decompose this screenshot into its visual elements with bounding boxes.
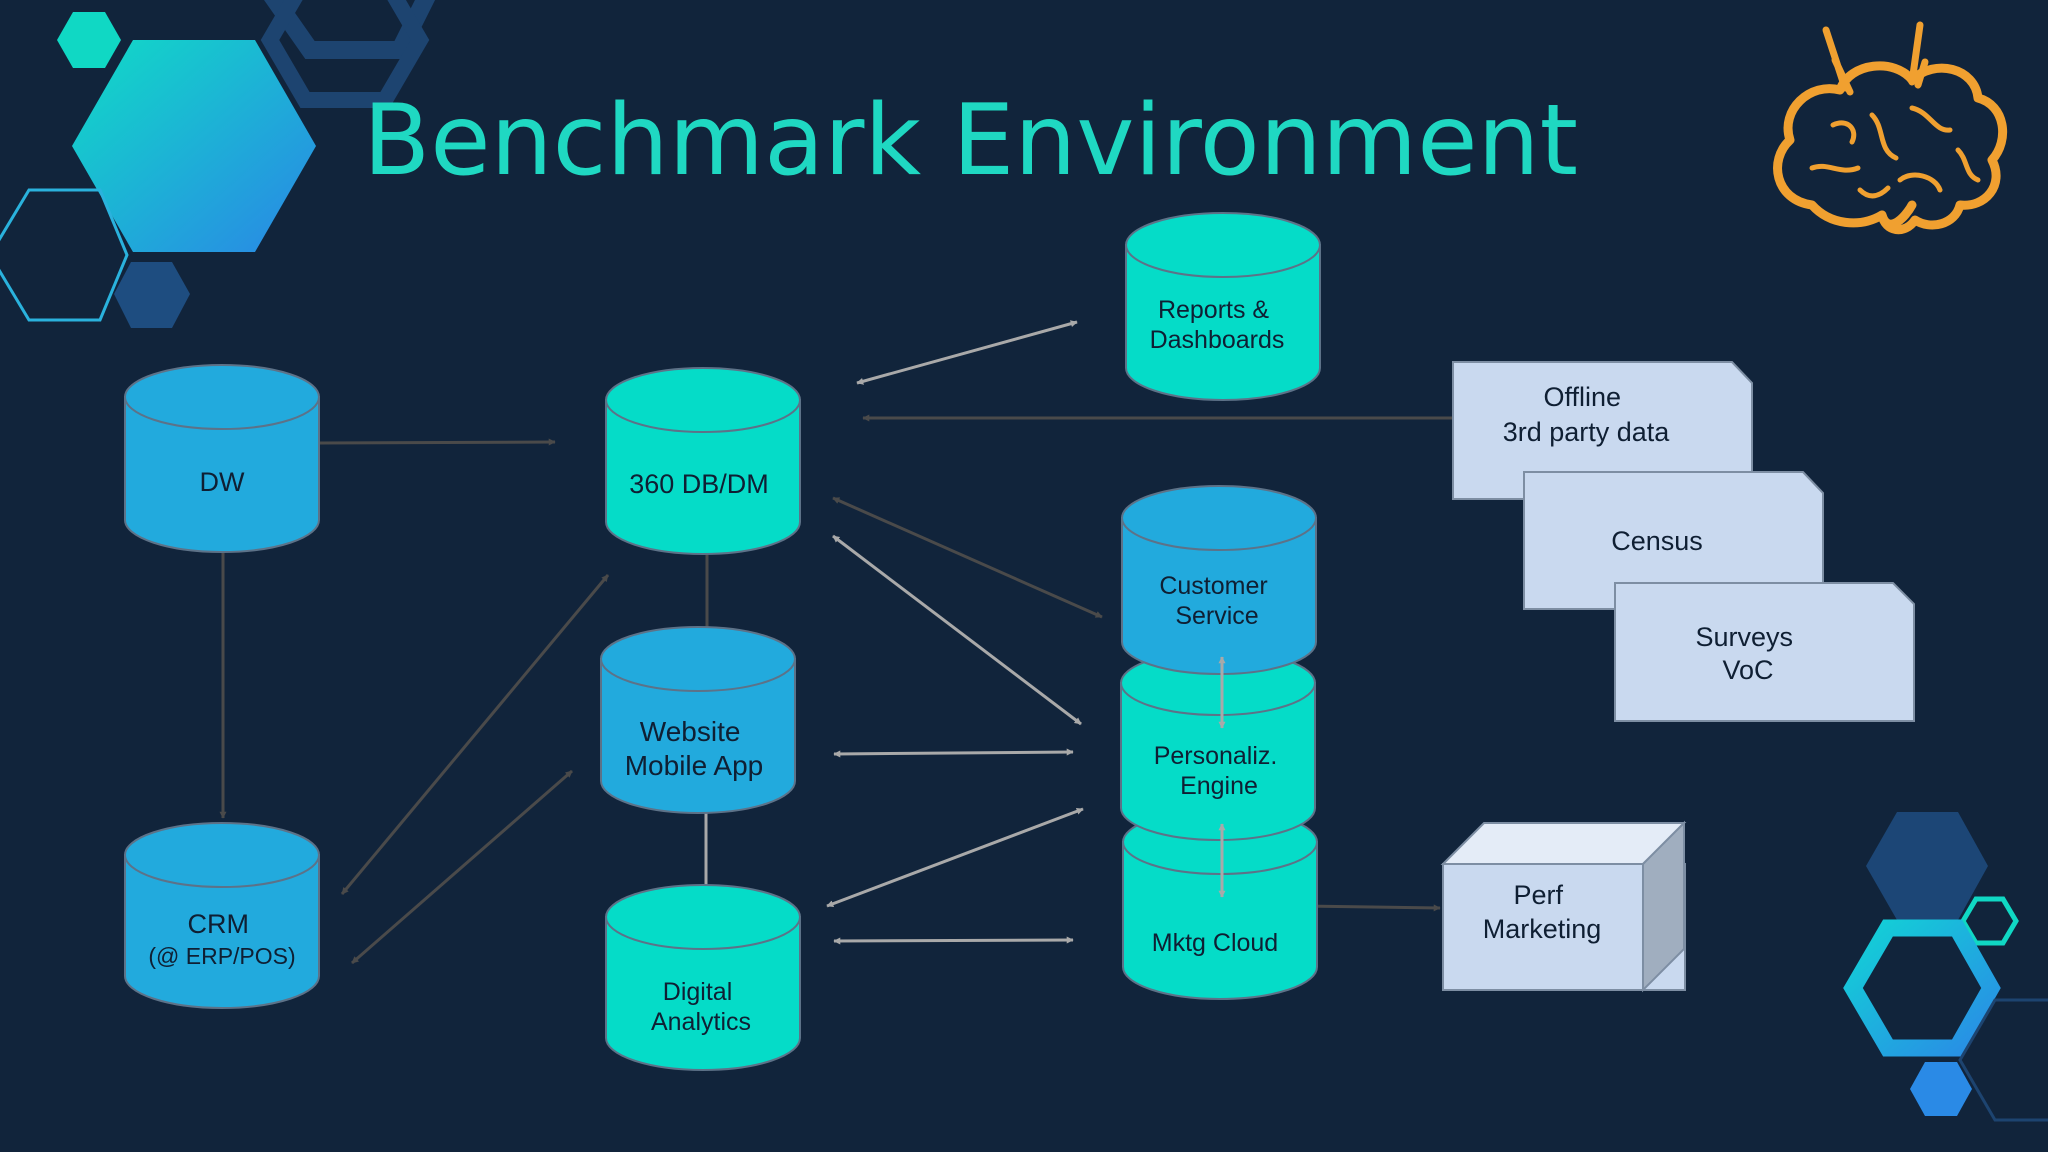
node-mktg-cloud-label: Mktg Cloud [1152,929,1278,957]
node-personalization-engine[interactable]: Personaliz. Engine [1120,650,1316,841]
arrow-360db-customer-service [832,496,1103,619]
hexagon-outline-dark-2 [260,0,430,108]
hexagon-ring-gradient [1843,919,2001,1057]
arrow-website-personalization [833,748,1074,758]
node-website-label: Website Mobile App [625,716,764,781]
node-reports-label: Reports & Dashboards [1150,296,1285,354]
node-reports-dashboards[interactable]: Reports & Dashboards [1125,212,1321,401]
hexagon-navy [1866,812,1988,920]
hexagon-large-gradient [72,40,316,252]
arrow-360db-reports [856,320,1078,385]
decor-hexagons-bottom-right [1843,812,2048,1122]
brain-icon [1773,21,2008,234]
box-perf-marketing[interactable]: Perf Marketing [1440,820,1687,993]
arrow-analytics-personalization [826,807,1084,908]
node-360-db-dm-label: 360 DB/DM [629,469,769,499]
doc-offline-3rd-party-data[interactable]: Offline 3rd party data [1452,361,1753,500]
node-website-mobile-app[interactable]: Website Mobile App [600,626,796,814]
arrow-crm-360db [340,574,610,895]
arrow-360db-personalization [832,534,1082,726]
node-crm[interactable]: CRM (@ ERP/POS) [124,822,320,1009]
arrow-mktg-cloud-perf-marketing [1301,902,1441,912]
node-dw-label: DW [200,467,245,497]
connectors [219,320,1453,965]
hexagon-small-teal [57,12,121,68]
hexagon-outline-cyan [0,188,129,322]
arrow-crm-website [351,769,573,965]
doc-census-label: Census [1611,526,1703,556]
node-dw[interactable]: DW [124,364,320,553]
hexagon-outline-navy [1958,998,2048,1122]
node-360-db-dm[interactable]: 360 DB/DM [605,367,801,555]
decor-hexagons-top-left [0,0,436,328]
page-title: Benchmark Environment [363,84,1578,198]
doc-census[interactable]: Census [1523,471,1824,610]
doc-surveys-label: Surveys VoC [1695,622,1800,685]
hexagon-small-navy [114,262,190,328]
node-customer-service[interactable]: Customer Service [1121,485,1317,675]
hexagon-small-blue [1910,1062,1972,1116]
node-crm-label: CRM (@ ERP/POS) [148,909,295,969]
doc-offline-label: Offline 3rd party data [1503,382,1671,447]
hexagon-outline-dark [264,0,436,59]
node-digital-analytics[interactable]: Digital Analytics [605,884,801,1071]
box-perf-marketing-label: Perf Marketing [1483,880,1602,944]
node-personalization-label: Personaliz. Engine [1154,742,1285,800]
arrow-analytics-mktg-cloud [833,936,1074,945]
node-customer-service-label: Customer Service [1159,572,1274,630]
node-digital-analytics-label: Digital Analytics [651,978,751,1036]
arrow-dw-to-360db [319,438,556,446]
hexagon-outline-teal-small [1960,896,2019,946]
doc-surveys-voc[interactable]: Surveys VoC [1614,582,1915,722]
